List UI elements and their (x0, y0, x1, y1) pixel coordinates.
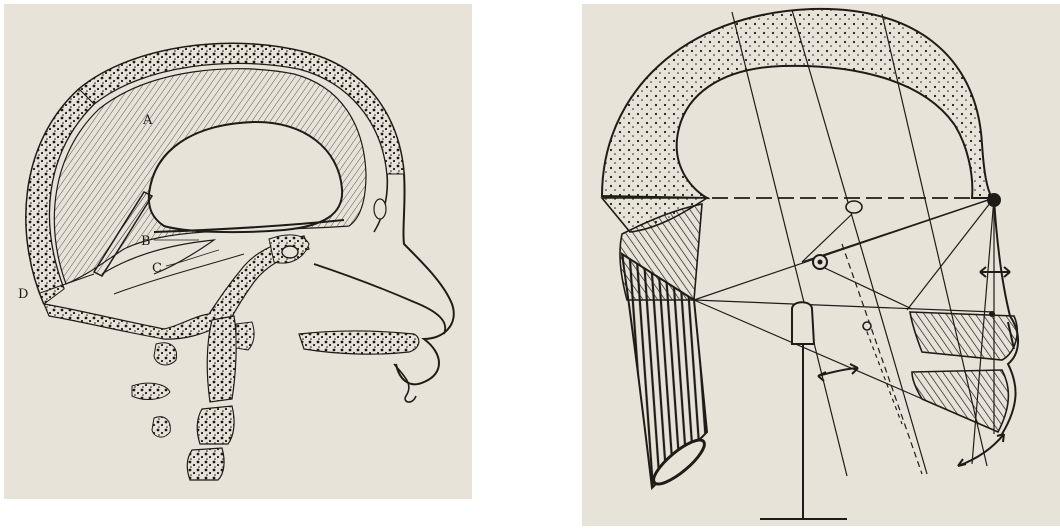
stand-post-head (792, 302, 814, 344)
pivot-center-dot (818, 260, 823, 265)
palate-bone (299, 331, 419, 354)
left-figure-panel: A B C D (4, 4, 472, 499)
label-c: C (152, 261, 162, 276)
nose-outline (314, 264, 445, 334)
small-marker (863, 322, 871, 330)
upper-jaw-block (910, 312, 1017, 360)
head-schematic-drawing (582, 4, 1060, 526)
label-b: B (141, 234, 151, 249)
skull-section-drawing: A B C D (4, 4, 472, 499)
vertebrae (132, 316, 254, 480)
skull-dome-band (602, 9, 992, 198)
label-a: A (142, 113, 153, 128)
label-d: D (18, 287, 28, 302)
right-figure-panel (582, 4, 1060, 526)
lower-jaw-block (912, 370, 1008, 432)
sinus-oval (282, 246, 298, 258)
sinus-oval-upper (374, 199, 386, 219)
ear-oval (846, 201, 862, 213)
lower-membrane-2 (114, 254, 244, 294)
